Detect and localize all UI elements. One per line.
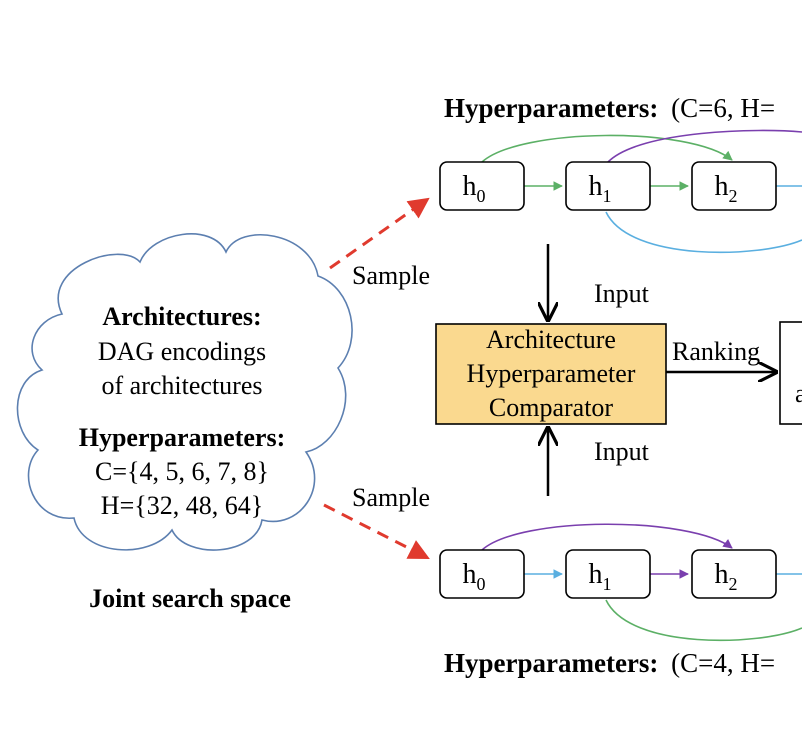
architectures-desc-line2: of architectures — [102, 371, 263, 400]
bottom-node-h2: h2 — [691, 549, 777, 599]
svg-text:h0: h0 — [463, 559, 486, 594]
top-node-h1: h1 — [565, 161, 651, 211]
comparator-line2: Hyperparameter — [467, 359, 636, 388]
svg-text:h1: h1 — [589, 171, 612, 206]
top-edge-h1-below — [605, 211, 802, 254]
bottom-edge-h0-h2 — [481, 523, 733, 551]
top-node-h2: h2 — [691, 161, 777, 211]
cloud-shape — [16, 233, 353, 551]
top-edge-h1-out — [607, 129, 802, 163]
ranking-output-box: a — [779, 321, 802, 425]
top-hyperparameters-label: Hyperparameters: (C=6, H= — [444, 93, 775, 123]
search-space-cloud: Architectures: DAG encodings of architec… — [16, 233, 353, 551]
top-input-label: Input — [594, 279, 650, 308]
joint-search-space-caption: Joint search space — [89, 584, 291, 613]
bottom-edge-h1-below — [605, 599, 802, 642]
top-node-h0: h0 — [439, 161, 525, 211]
top-sample-label: Sample — [352, 261, 430, 290]
top-sample-arrow — [329, 197, 430, 270]
architectures-title: Architectures: — [102, 302, 261, 331]
comparator-line1: Architecture — [486, 325, 616, 354]
bottom-hyperparameters-label: Hyperparameters: (C=4, H= — [444, 648, 775, 678]
top-edge-h0-h2 — [481, 134, 733, 163]
bottom-node-h1: h1 — [565, 549, 651, 599]
svg-text:a: a — [795, 379, 802, 408]
svg-text:h2: h2 — [715, 559, 738, 594]
comparator-box: Architecture Hyperparameter Comparator — [435, 323, 667, 425]
svg-text:h1: h1 — [589, 559, 612, 594]
bottom-architecture-dag: h0 h1 h2 — [439, 523, 802, 642]
hyperparameters-title: Hyperparameters: — [79, 423, 285, 452]
bottom-sample-arrow — [323, 503, 430, 560]
bottom-input-label: Input — [594, 437, 650, 466]
top-architecture-dag: h0 h1 h2 — [439, 129, 802, 254]
ranking-label: Ranking — [672, 337, 760, 366]
bottom-sample-label: Sample — [352, 483, 430, 512]
svg-text:h2: h2 — [715, 171, 738, 206]
architectures-desc-line1: DAG encodings — [98, 337, 266, 366]
bottom-node-h0: h0 — [439, 549, 525, 599]
comparator-line3: Comparator — [489, 393, 614, 422]
hyperparameters-c-range: C={4, 5, 6, 7, 8} — [95, 457, 269, 486]
svg-text:h0: h0 — [463, 171, 486, 206]
hyperparameters-h-range: H={32, 48, 64} — [101, 491, 263, 520]
